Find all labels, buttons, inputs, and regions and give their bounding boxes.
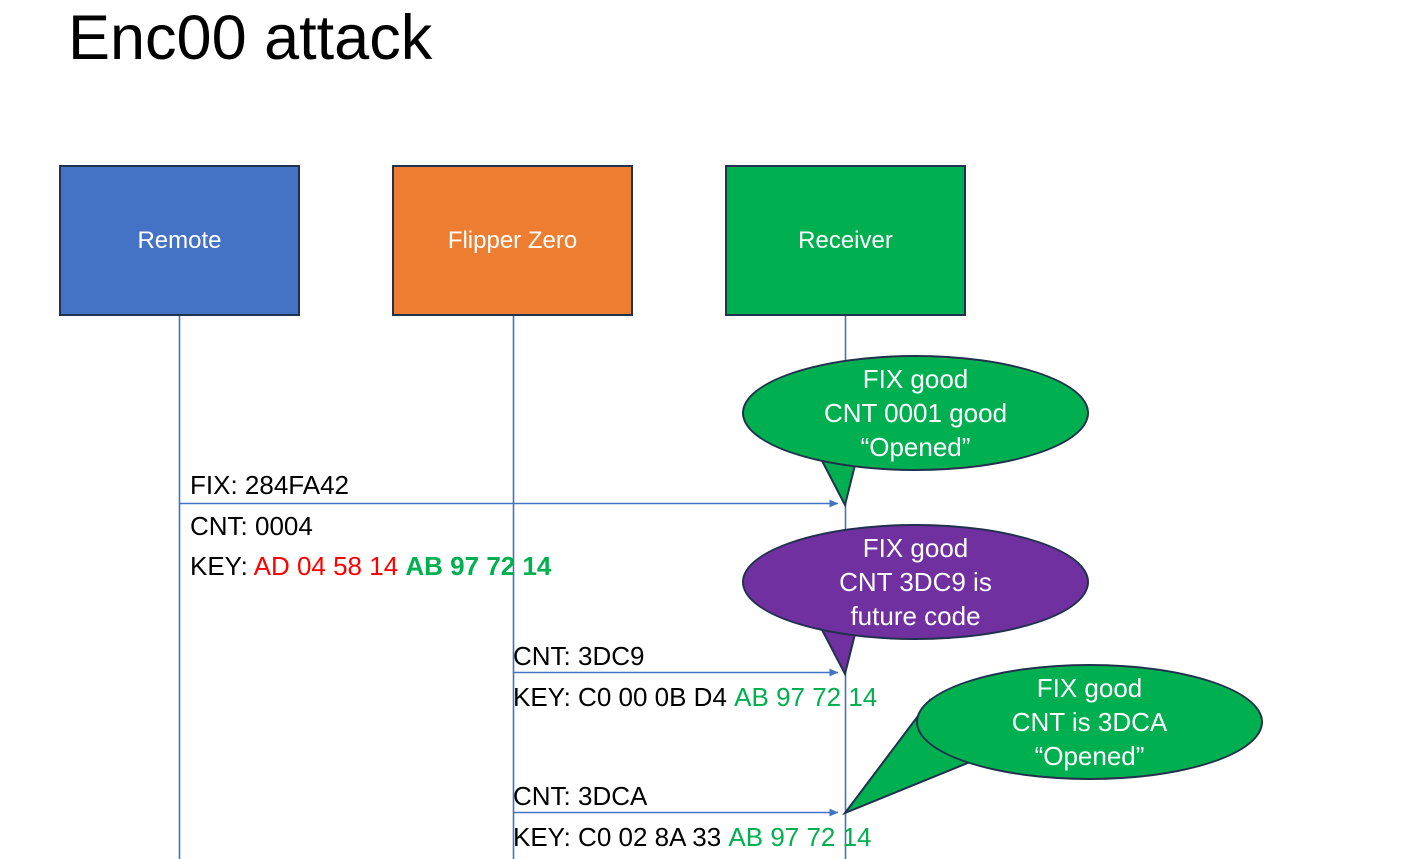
callout-2-line-3: future code (850, 601, 981, 631)
message-1-key-label: KEY: (190, 551, 254, 581)
callout-1-line-2: CNT 0001 good (823, 398, 1008, 428)
actor-label-receiver: Receiver (798, 226, 893, 254)
actor-box-receiver[interactable]: Receiver (725, 165, 966, 316)
message-2-cnt-line: CNT: 3DC9 (513, 639, 644, 673)
message-2-key-line: KEY: C0 00 0B D4 AB 97 72 14 (513, 680, 877, 714)
callout-3-line-2: CNT is 3DCA (1011, 707, 1168, 737)
message-2-cnt-text: CNT: 3DC9 (513, 641, 645, 671)
message-1-key-line: KEY: AD 04 58 14 AB 97 72 14 (190, 549, 551, 583)
message-3-cnt-line: CNT: 3DCA (513, 779, 647, 813)
message-2-key-serial: AB 97 72 14 (734, 682, 878, 712)
message-1-key-encrypted: AD 04 58 14 (253, 551, 399, 581)
callout-2-line-2: CNT 3DC9 is (839, 567, 992, 597)
actor-box-flipper[interactable]: Flipper Zero (392, 165, 633, 316)
callout-3-line-3: “Opened” (1034, 741, 1145, 771)
message-1-key-serial: AB 97 72 14 (405, 551, 552, 581)
callout-1-receiver-fix-good[interactable]: FIX good CNT 0001 good “Opened” (742, 355, 1089, 471)
page-title: Enc00 attack (68, 3, 433, 73)
callout-1-line-3: “Opened” (860, 432, 971, 462)
message-1-cnt-label: CNT: (190, 511, 255, 541)
message-1-cnt-value: 0004 (255, 511, 313, 541)
message-3-key-line: KEY: C0 02 8A 33 AB 97 72 14 (513, 820, 872, 854)
actor-label-flipper: Flipper Zero (447, 226, 578, 254)
message-3-cnt-text: CNT: 3DCA (513, 781, 648, 811)
message-2-key-label: KEY: (513, 682, 579, 712)
message-3-key-serial: AB 97 72 14 (728, 822, 872, 852)
callout-2-receiver-future-code[interactable]: FIX good CNT 3DC9 is future code (742, 524, 1089, 640)
callout-3-line-1: FIX good (1036, 673, 1143, 703)
callout-1-line-1: FIX good (862, 364, 969, 394)
callout-2-line-1: FIX good (862, 533, 969, 563)
message-3-key-label: KEY: (513, 822, 579, 852)
message-1-fix-text: FIX: 284FA42 (190, 470, 349, 500)
message-2-key-encrypted: C0 00 0B D4 (578, 682, 727, 712)
actor-label-remote: Remote (137, 226, 222, 254)
message-1-cnt-line: CNT: 0004 (190, 509, 313, 543)
actor-box-remote[interactable]: Remote (59, 165, 300, 316)
message-3-key-encrypted: C0 02 8A 33 (578, 822, 722, 852)
message-1-fix-line: FIX: 284FA42 (190, 468, 349, 502)
callout-3-receiver-opened[interactable]: FIX good CNT is 3DCA “Opened” (916, 664, 1263, 780)
